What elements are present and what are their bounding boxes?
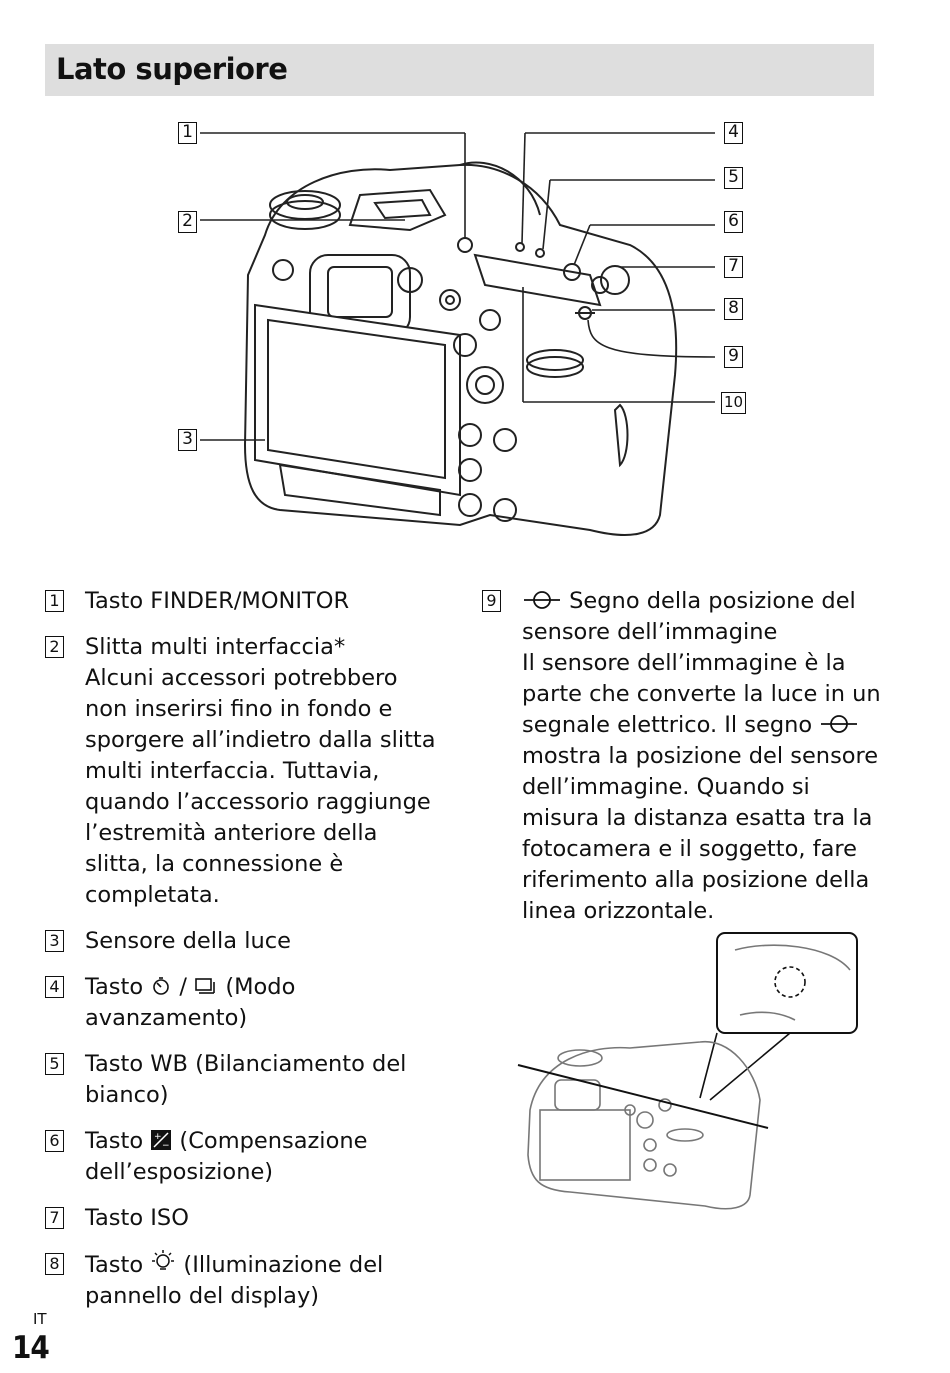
item-number: 7 (45, 1207, 64, 1229)
item-description-part: mostra la posizione del sensore dell’imm… (522, 743, 879, 924)
item-title-part: Tasto (85, 1128, 151, 1154)
list-item: 8 Tasto (Illuminazione del pannello del … (45, 1249, 445, 1312)
exposure-compensation-icon: +− (151, 1130, 172, 1151)
svg-text:−: − (162, 1141, 170, 1151)
image-sensor-position-icon (524, 591, 560, 609)
item-number: 6 (45, 1130, 64, 1152)
item-number: 8 (45, 1253, 64, 1275)
page-number: 14 (12, 1330, 50, 1366)
list-item: 5 Tasto WB (Bilanciamento del bianco) (45, 1049, 445, 1111)
callout-9: 9 (724, 346, 743, 368)
item-description: Il sensore dell’immagine è la parte che … (522, 648, 882, 927)
item-number: 3 (45, 930, 64, 952)
item-title: Segno della posizione del sensore dell’i… (522, 586, 882, 648)
item-title-part: (Compensazione dell’esposizione) (85, 1128, 368, 1185)
item-title-part: Tasto (85, 1252, 151, 1278)
item-description-part: Il sensore dell’immagine è la parte che … (522, 650, 881, 738)
item-title: Slitta multi interfaccia* (85, 634, 346, 660)
list-item: 7 Tasto ISO (45, 1203, 445, 1234)
item-number: 1 (45, 590, 64, 612)
light-bulb-icon (152, 1250, 175, 1270)
callout-6: 6 (724, 211, 743, 233)
language-code: IT (33, 1310, 47, 1328)
list-item: 4 Tasto / (Modo avanzamento) (45, 972, 445, 1034)
callout-4: 4 (724, 122, 743, 144)
item-number: 2 (45, 636, 64, 658)
callout-5: 5 (724, 167, 743, 189)
callout-1: 1 (178, 122, 197, 144)
callout-7: 7 (724, 256, 743, 278)
sensor-position-illustration (517, 932, 858, 1210)
section-title: Lato superiore (56, 52, 288, 86)
section-header: Lato superiore (45, 44, 874, 96)
item-title: Tasto WB (Bilanciamento del bianco) (85, 1051, 407, 1108)
self-timer-icon (153, 977, 170, 995)
image-sensor-position-icon (821, 715, 858, 733)
item-number: 5 (45, 1053, 64, 1075)
item-title: Tasto ISO (85, 1205, 189, 1231)
item-title-part: Tasto (85, 974, 151, 1000)
list-item: 6 Tasto +− (Compensazione dell’esposizio… (45, 1126, 445, 1188)
callout-2: 2 (178, 211, 197, 233)
item-number: 4 (45, 976, 64, 998)
svg-text:+: + (154, 1132, 162, 1142)
callout-3: 3 (178, 429, 197, 451)
list-item: 1 Tasto FINDER/MONITOR (45, 586, 445, 617)
item-description: Alcuni accessori potrebbero non inserirs… (85, 665, 436, 908)
list-item: 9 Segno della posizione del sensore dell… (482, 586, 882, 927)
callout-8: 8 (724, 298, 743, 320)
item-title-text: Segno della posizione del sensore dell’i… (522, 588, 856, 645)
list-item: 3 Sensore della luce (45, 926, 445, 957)
item-title: Tasto FINDER/MONITOR (85, 588, 350, 614)
item-number: 9 (482, 590, 501, 612)
callout-10: 10 (721, 392, 746, 414)
item-title-part: (Illuminazione del pannello del display) (85, 1252, 384, 1309)
continuous-shooting-icon (195, 978, 215, 994)
camera-top-illustration (200, 132, 716, 536)
item-title-part: (Modo avanzamento) (85, 974, 296, 1031)
item-title: Sensore della luce (85, 928, 291, 954)
item-title-part: / (172, 974, 195, 1000)
list-item: 2 Slitta multi interfaccia* Alcuni acces… (45, 632, 445, 911)
